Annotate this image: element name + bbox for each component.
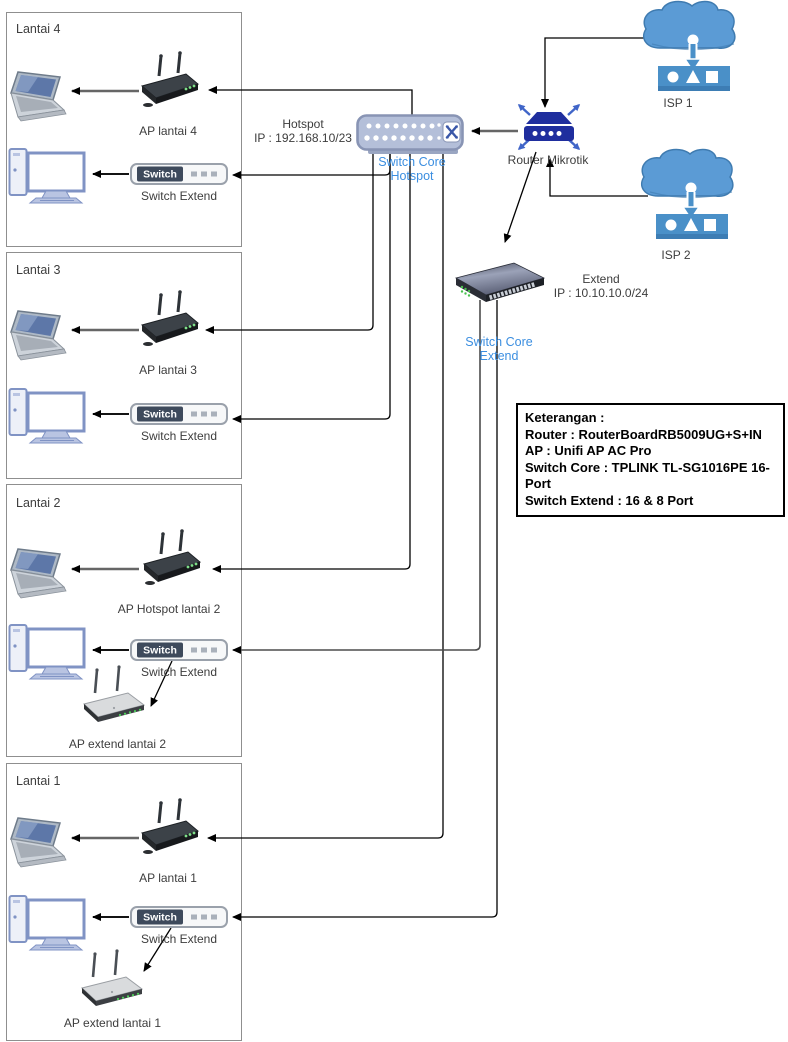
ap-extend-label: AP extend lantai 1 [63, 1016, 162, 1030]
ap-extend-icon [78, 949, 148, 1008]
legend-line-switch-core: Switch Core : TPLINK TL-SG1016PE 16-Port [525, 459, 770, 492]
isp1-cloud-modem-icon [638, 0, 750, 92]
desktop-icon [8, 619, 88, 683]
isp1-label: ISP 1 [663, 96, 693, 110]
switch-extend-label: Switch Extend [140, 932, 218, 946]
access-point-icon [136, 529, 204, 588]
wire-hotspot-to-ap-l4 [208, 86, 413, 115]
core-switch-extend-icon [452, 260, 548, 310]
wire-isp2-to-router [546, 158, 648, 197]
legend-box: Keterangan : Router : RouterBoardRB5009U… [516, 403, 785, 517]
extend-title: Extend [582, 272, 620, 286]
hotspot-name-label: Hotspot IP : 192.168.10/23 [246, 117, 360, 145]
core-extend-label: Switch Core Extend [465, 335, 533, 363]
desktop-icon [8, 143, 88, 207]
access-point-icon [134, 290, 202, 349]
switch-box-text: Switch [143, 409, 177, 421]
extend-ip: IP : 10.10.10.0/24 [553, 286, 649, 300]
switch-extend-label: Switch Extend [140, 429, 218, 443]
switch-extend-icon: Switch [130, 163, 228, 185]
router-mikrotik-icon [506, 98, 590, 160]
floor-box-lantai3 [6, 252, 242, 479]
wire-isp1-to-router [541, 37, 652, 108]
ap-extend-label: AP extend lantai 2 [68, 737, 167, 751]
desktop-icon [8, 890, 88, 954]
hotspot-title: Hotspot [282, 117, 324, 131]
legend-title: Keterangan : [525, 410, 605, 425]
switch-extend-label: Switch Extend [140, 665, 218, 679]
isp2-label: ISP 2 [661, 248, 691, 262]
ap-label: AP Hotspot lantai 2 [117, 602, 221, 616]
switch-extend-icon: Switch [130, 403, 228, 425]
floor-label: Lantai 4 [16, 22, 61, 36]
wire-extend-to-se-l1 [232, 300, 498, 921]
wire-hotspot-to-ap-l2 [212, 149, 411, 573]
desktop-icon [8, 383, 88, 447]
ap-extend-icon [80, 665, 150, 724]
floor-box-lantai2 [6, 484, 242, 757]
isp2-cloud-modem-icon [636, 148, 748, 240]
wire-router-to-extend [503, 151, 537, 243]
access-point-icon [134, 798, 202, 857]
laptop-icon [8, 309, 72, 363]
floor-label: Lantai 3 [16, 263, 61, 277]
laptop-icon [8, 70, 72, 124]
ap-label: AP lantai 3 [139, 363, 197, 377]
switch-extend-label: Switch Extend [140, 189, 218, 203]
router-label: Router Mikrotik [507, 153, 589, 167]
wire-extend-to-se-l2 [232, 300, 481, 654]
legend-line-router: Router : RouterBoardRB5009UG+S+IN [525, 426, 762, 442]
switch-box-text: Switch [143, 912, 177, 924]
switch-box-text: Switch [143, 169, 177, 181]
wire-se-to-apextend-l2 [150, 660, 173, 707]
hotspot-ip: IP : 192.168.10/23 [254, 131, 352, 145]
core-hotspot-label: Switch Core Hotspot [378, 155, 446, 183]
switch-extend-icon: Switch [130, 906, 228, 928]
core-switch-hotspot-icon [356, 114, 464, 156]
switch-box-text: Switch [143, 645, 177, 657]
access-point-icon [134, 51, 202, 110]
switch-extend-icon: Switch [130, 639, 228, 661]
wire-se-to-apextend-l1 [143, 927, 172, 972]
extend-name-label: Extend IP : 10.10.10.0/24 [545, 272, 657, 300]
floor-box-lantai1 [6, 763, 242, 1041]
laptop-icon [8, 816, 72, 870]
legend-line-ap: AP : Unifi AP AC Pro [525, 443, 652, 458]
ap-label: AP lantai 1 [139, 871, 197, 885]
legend-line-switch-extend: Switch Extend : 16 & 8 Port [525, 492, 694, 508]
floor-label: Lantai 2 [16, 496, 61, 510]
floor-label: Lantai 1 [16, 774, 61, 788]
wire-hotspot-to-ap-l3 [205, 149, 374, 334]
floor-box-lantai4 [6, 12, 242, 247]
ap-label: AP lantai 4 [139, 124, 197, 138]
wire-hotspot-to-ap-l1 [207, 149, 444, 842]
laptop-icon [8, 547, 72, 601]
wire-hotspot-to-se-l3 [232, 149, 391, 423]
